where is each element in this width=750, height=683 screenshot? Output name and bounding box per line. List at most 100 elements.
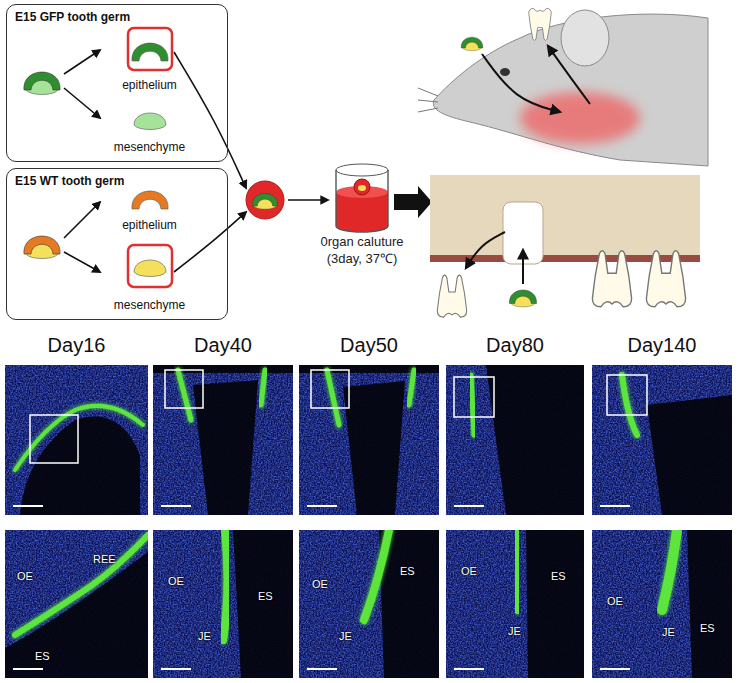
scale-bar — [600, 505, 630, 507]
transplanted-germ — [509, 290, 536, 304]
gfp-signal — [622, 375, 637, 435]
fluorescence-image — [153, 365, 293, 515]
tissue-label: ES — [700, 622, 715, 634]
fluorescence-image — [592, 530, 732, 678]
group-title: E15 WT tooth germ — [7, 169, 227, 193]
tissue-label: JE — [339, 630, 352, 642]
tissue-label: ES — [551, 570, 566, 582]
epithelium-part: epithelium — [112, 22, 188, 94]
fluorescence-image — [592, 365, 732, 515]
tissue-label: ES — [400, 565, 415, 577]
fluorescence-image — [299, 530, 439, 678]
tissue-label: JE — [198, 630, 211, 642]
selection-box — [128, 28, 172, 70]
fluorescence-image — [446, 530, 584, 678]
tissue-label: JE — [662, 626, 675, 638]
fluorescence-image — [486, 365, 584, 515]
mesenchyme-shape — [134, 260, 166, 277]
fluorescence-image — [233, 530, 293, 678]
mouse-head — [418, 8, 708, 166]
scale-bar — [307, 668, 337, 670]
extract-arrow — [466, 232, 505, 268]
part-label: mesenchyme — [111, 298, 189, 312]
fluorescence-image — [446, 530, 584, 678]
tissue-shape — [112, 236, 188, 296]
tissue-label: ES — [258, 590, 273, 602]
fluorescence-image — [299, 365, 439, 515]
fluorescence-image — [446, 365, 584, 515]
culture-dish — [358, 185, 366, 191]
fluorescence-panels — [5, 365, 732, 678]
epithelium-shape — [131, 43, 167, 61]
molar — [592, 251, 631, 307]
fluorescence-image — [299, 365, 439, 373]
fluorescence-image — [153, 530, 293, 678]
scale-bar — [13, 668, 43, 670]
culture-dish — [336, 164, 388, 232]
schematic — [24, 8, 708, 317]
mouse-head — [561, 10, 609, 66]
epithelium-part: epithelium — [112, 178, 188, 234]
fluorescence-image — [299, 365, 439, 515]
gfp-signal — [409, 370, 414, 405]
part-label: epithelium — [112, 218, 188, 232]
fluorescence-image — [299, 365, 439, 515]
tissue-label: OE — [312, 578, 328, 590]
fluorescence-image — [687, 530, 732, 678]
mouse-head — [418, 100, 438, 102]
recombinant-germ — [246, 181, 284, 219]
gfp-signal — [261, 370, 265, 405]
inset-box — [454, 377, 494, 417]
gfp-signal — [15, 406, 143, 470]
fluorescence-image — [592, 530, 732, 678]
scale-bar — [307, 505, 337, 507]
harvest-arrow — [548, 46, 590, 104]
scale-bar — [13, 505, 43, 507]
molar — [646, 251, 685, 307]
process-arrow — [288, 199, 328, 201]
regenerated-tooth — [529, 8, 551, 40]
fluorescence-image — [153, 365, 293, 515]
tissue-shape — [112, 100, 188, 138]
gfp-tooth-germ-icon — [24, 72, 60, 90]
fluorescence-image — [153, 365, 293, 373]
insert-arrow — [522, 250, 524, 284]
culture-dish — [336, 164, 388, 176]
implanted-germ — [461, 37, 483, 48]
fluorescence-image — [5, 365, 148, 515]
gfp-signal — [471, 375, 474, 435]
wt-germ-box: E15 WT tooth germ epithelium mesenchyme — [6, 168, 228, 320]
gfp-signal — [223, 530, 228, 640]
day-label: Day50 — [299, 334, 439, 357]
split-arrow — [64, 88, 100, 118]
mouse-head — [418, 108, 438, 112]
fluorescence-image — [526, 530, 584, 678]
gfp-signal — [15, 535, 148, 635]
wt-tooth-germ-icon — [24, 236, 60, 259]
inset-box — [165, 370, 203, 408]
gfp-tooth-germ-icon — [24, 72, 60, 95]
fluorescence-image — [446, 365, 584, 515]
scale-bar — [161, 505, 191, 507]
day-label: Day80 — [446, 334, 584, 357]
fluorescence-image — [5, 365, 148, 515]
fluorescence-image — [299, 530, 439, 678]
tissue-shape — [112, 22, 188, 76]
culture-dish — [336, 170, 388, 232]
mouse-head — [418, 88, 438, 96]
group-title: E15 GFP tooth germ — [7, 5, 227, 29]
fluorescence-image — [5, 552, 148, 678]
fluorescence-image — [592, 365, 732, 515]
epithelium-shape — [131, 191, 167, 209]
part-label: epithelium — [112, 78, 188, 92]
tissue-label: ES — [35, 650, 50, 662]
extracted-tooth — [437, 275, 466, 317]
fluorescence-image — [592, 530, 732, 678]
scale-bar — [600, 668, 630, 670]
tissue-label: REE — [93, 553, 116, 565]
mesenchyme-part: mesenchyme — [111, 236, 189, 314]
jaw-section — [430, 175, 700, 257]
combine-arrow — [174, 212, 246, 272]
fluorescence-image — [592, 365, 732, 515]
